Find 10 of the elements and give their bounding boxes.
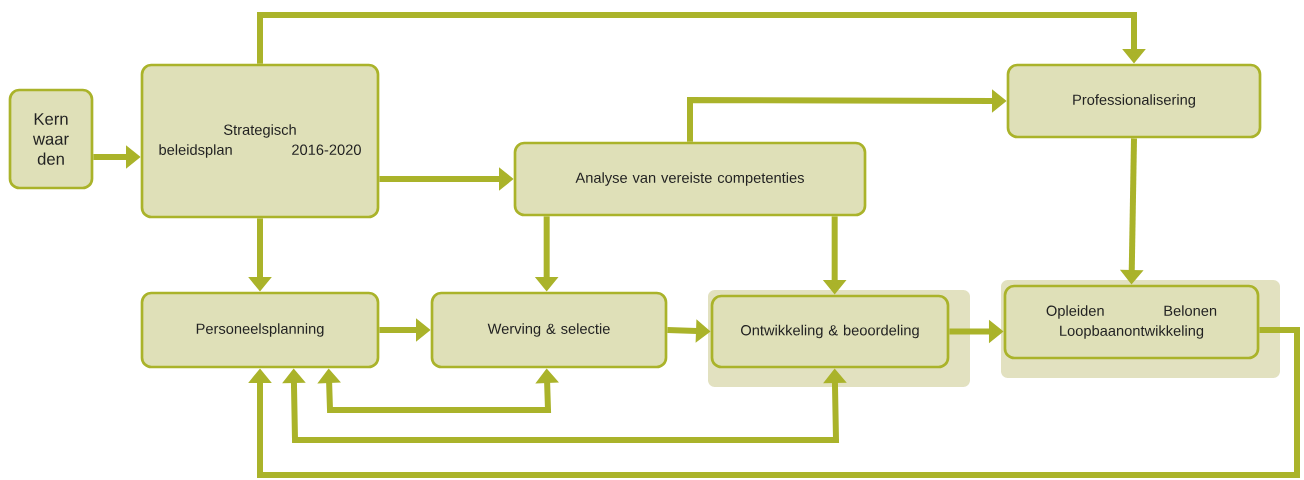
process-box: Werving & selectie [430,291,668,369]
process-box: Strategisch beleidsplan 2016-2020 [140,63,380,219]
process-box: Ontwikkeling & beoordeling [708,290,970,387]
arrow [248,327,1300,478]
process-box: Opleiden Belonen Loopbaanontwikkeling [1001,280,1280,378]
process-box: Kern waar den [8,88,94,190]
process-box: Analyse van vereiste competenties [513,141,867,217]
process-box: Personeelsplanning [140,291,380,369]
arrow [257,12,1146,64]
process-box: Professionalisering [1006,63,1262,139]
